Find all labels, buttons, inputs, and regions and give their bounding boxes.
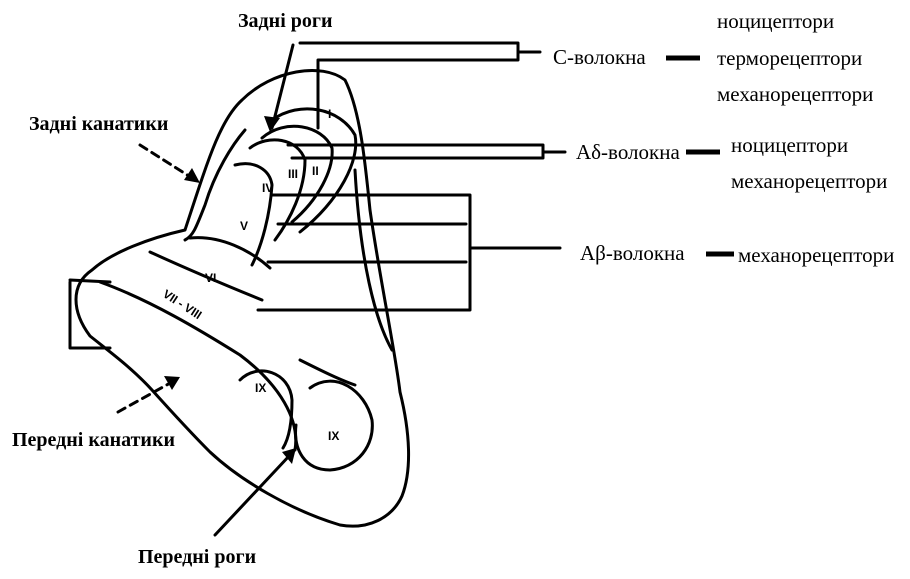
lamina-label: II xyxy=(312,164,319,178)
c-fiber-name: С-волокна xyxy=(553,45,646,69)
lamina-label: VI xyxy=(205,271,216,285)
c-fiber-receptor: ноцицептори xyxy=(717,9,834,33)
lamina-label: V xyxy=(240,219,248,233)
label-dorsal-funiculi: Задні канатики xyxy=(29,113,168,135)
dorsal-funiculi-arrow xyxy=(140,145,192,178)
ab-fiber-name: Аβ-волокна xyxy=(580,241,685,265)
lamina-label: IX xyxy=(255,381,266,395)
arrowheads xyxy=(164,116,296,464)
ad-fiber-line xyxy=(288,145,543,158)
ad-fiber-name: Аδ-волокна xyxy=(576,140,680,164)
lamina-label: IX xyxy=(328,429,339,443)
lamina-label: I xyxy=(328,107,331,121)
lamina-IX-large xyxy=(296,381,373,470)
ad-fiber-receptor: механорецептори xyxy=(731,169,887,193)
lamina-label: VII - VIII xyxy=(160,287,204,322)
label-dorsal-horns: Задні роги xyxy=(238,10,332,32)
lamina-label: IV xyxy=(262,181,273,195)
label-ventral-horns: Передні роги xyxy=(138,546,256,568)
dorsal-horns-arrow xyxy=(272,45,293,128)
ventral-funiculi-arrow xyxy=(118,382,172,412)
ab-fiber-receptor: механорецептори xyxy=(738,243,894,267)
arrowhead-ventral-funiculi xyxy=(164,376,180,390)
c-fiber-receptor: механорецептори xyxy=(717,82,873,106)
right-tract-line xyxy=(355,170,392,350)
c-fiber-receptor: терморецептори xyxy=(717,46,862,70)
label-ventral-funiculi: Передні канатики xyxy=(12,429,175,451)
lamina-label: III xyxy=(288,167,298,181)
ad-fiber-receptor: ноцицептори xyxy=(731,133,848,157)
